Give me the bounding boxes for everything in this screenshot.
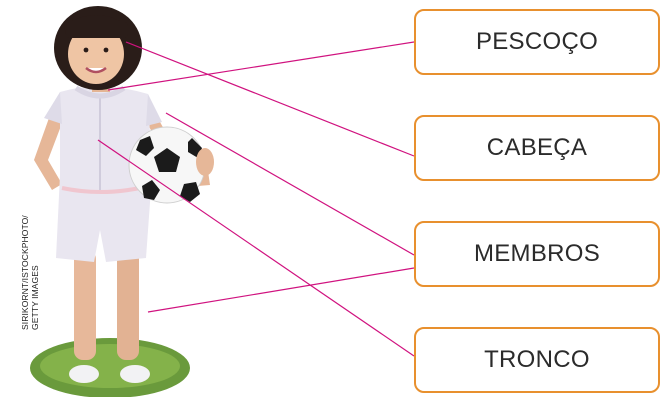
label-box-tronco: TRONCO — [414, 327, 660, 393]
label-box-cabeca: CABEÇA — [414, 115, 660, 181]
label-text-cabeca: CABEÇA — [487, 134, 588, 162]
label-box-membros: MEMBROS — [414, 221, 660, 287]
label-text-membros: MEMBROS — [474, 240, 600, 268]
label-box-pescoco: PESCOÇO — [414, 9, 660, 75]
girl-with-soccer-ball-photo — [0, 0, 240, 397]
photo-credit: SIRIKORNT/ISTOCKPHOTO/ GETTY IMAGES — [20, 215, 40, 330]
label-text-tronco: TRONCO — [484, 346, 590, 374]
label-text-pescoco: PESCOÇO — [476, 28, 598, 56]
